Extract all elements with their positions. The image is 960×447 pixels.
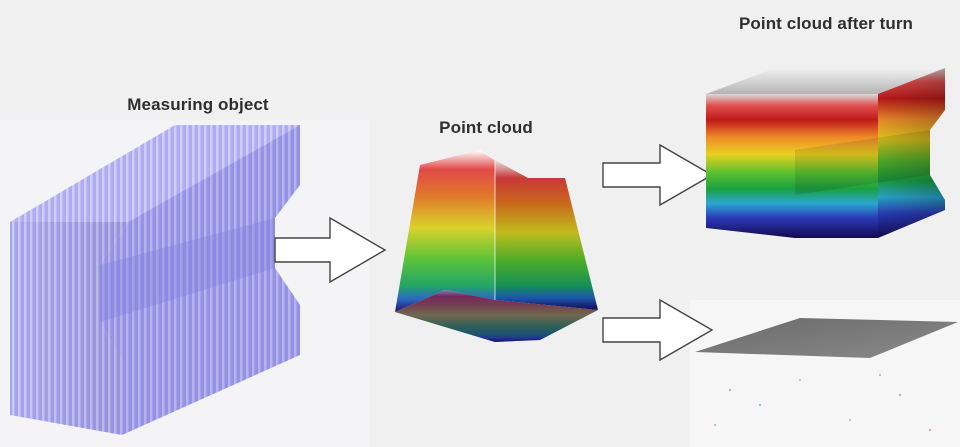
measuring-object-label: Measuring object	[127, 95, 269, 114]
arrow-to-point-cloud-after-turn	[602, 143, 714, 207]
flattened-point-cloud-sheet	[695, 318, 958, 432]
point-cloud-label: Point cloud	[439, 118, 533, 137]
point-cloud-shape	[395, 149, 598, 342]
point-cloud-after-turn-label: Point cloud after turn	[738, 14, 914, 33]
measuring-object-block	[10, 125, 300, 435]
arrow-to-point-cloud	[274, 216, 387, 284]
arrow-to-flattened-point-cloud	[602, 298, 714, 362]
point-cloud-after-turn-block	[706, 68, 945, 238]
